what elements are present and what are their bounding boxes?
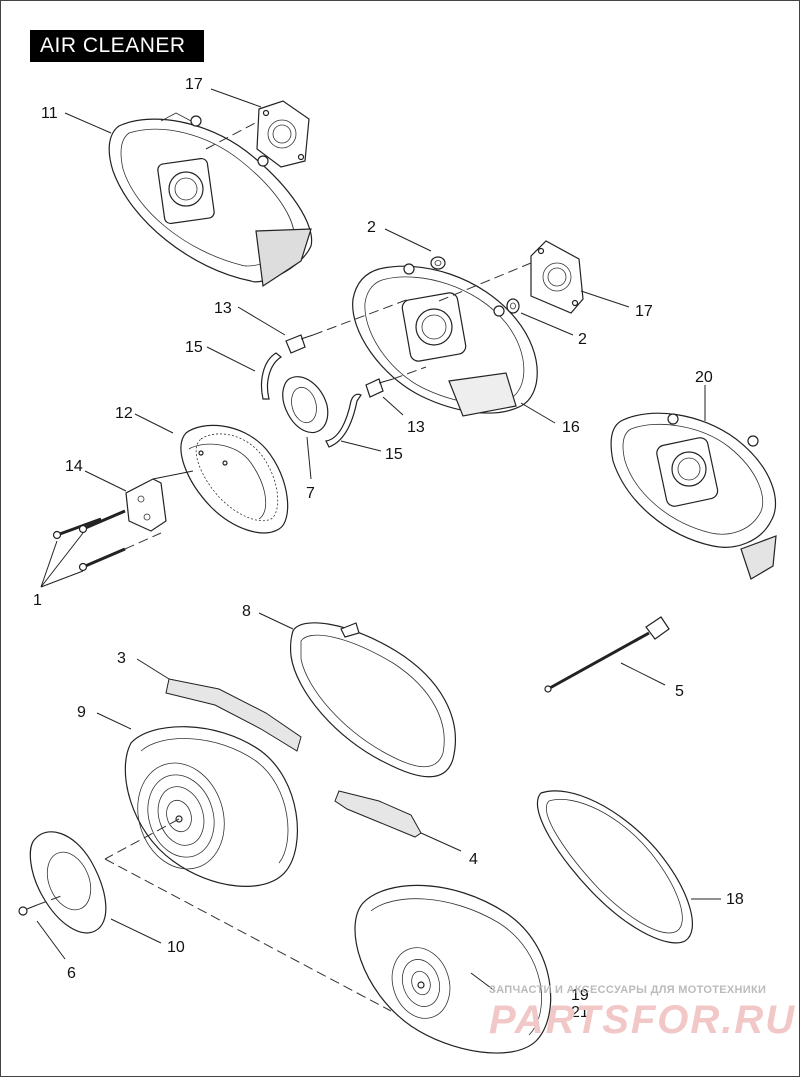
- callout-15-lower: 15: [385, 446, 403, 463]
- callout-4: 4: [469, 851, 478, 868]
- callout-16: 16: [562, 419, 580, 436]
- part-6-screw: [18, 904, 38, 916]
- part-18-seal-ring: [536, 790, 693, 944]
- callout-11: 11: [41, 105, 58, 122]
- callout-6: 6: [67, 965, 76, 982]
- callout-20: 20: [695, 369, 713, 386]
- callout-13-upper: 13: [214, 300, 232, 317]
- callout-3: 3: [117, 650, 126, 667]
- part-12-filter-element: [180, 424, 289, 534]
- callout-10: 10: [167, 939, 185, 956]
- callout-7: 7: [306, 485, 315, 502]
- callout-14: 14: [65, 458, 83, 475]
- watermark-tagline: ЗАПЧАСТИ И АКСЕССУАРЫ ДЛЯ МОТОТЕХНИКИ: [489, 984, 767, 996]
- page-title: AIR CLEANER: [30, 30, 204, 62]
- part-9-cover: [124, 726, 299, 887]
- callout-21: 21: [571, 1004, 589, 1021]
- part-15-hose-lower: [325, 393, 362, 448]
- callout-1: 1: [33, 592, 42, 609]
- callout-13-lower: 13: [407, 419, 425, 436]
- callout-18: 18: [726, 891, 744, 908]
- part-17-gasket-right: [530, 240, 584, 314]
- part-20-backplate-alt: [610, 412, 777, 580]
- callout-labels: 17 11 2 17 13 2 15 20 12 13 16 15 14 7 1…: [33, 76, 744, 1021]
- callout-19: 19: [571, 987, 589, 1004]
- part-4-decal: [334, 790, 422, 838]
- part-16-backplate: [352, 263, 538, 417]
- part-7-gasket: [282, 376, 329, 434]
- callout-2-right: 2: [578, 331, 587, 348]
- callout-15-upper: 15: [185, 339, 203, 356]
- callout-12: 12: [115, 405, 133, 422]
- part-2-washer-lower: [506, 298, 520, 314]
- part-13-breather-bolt-upper: [285, 334, 314, 354]
- part-2-washer-upper: [430, 256, 446, 270]
- part-5-rod: [544, 616, 670, 693]
- part-10-insert: [29, 831, 107, 934]
- callout-8: 8: [242, 603, 251, 620]
- watermark-logo: PARTSFOR.RU: [489, 998, 797, 1042]
- part-14-bracket: [125, 470, 194, 532]
- part-1-screws: [52, 509, 162, 572]
- part-11-backplate: [108, 112, 313, 288]
- callout-9: 9: [77, 704, 86, 721]
- callout-2-upper: 2: [367, 219, 376, 236]
- callout-17-upper: 17: [185, 76, 203, 93]
- leader-lines: [36, 88, 721, 992]
- callout-17-right: 17: [635, 303, 653, 320]
- part-15-hose-upper: [260, 352, 283, 400]
- part-19-21-cover-alt: [354, 884, 552, 1054]
- part-13-breather-bolt-lower: [365, 378, 394, 398]
- part-17-gasket-upper: [256, 100, 310, 168]
- part-3-decal: [165, 678, 302, 752]
- callout-5: 5: [675, 683, 684, 700]
- part-8-trim-ring: [290, 622, 456, 778]
